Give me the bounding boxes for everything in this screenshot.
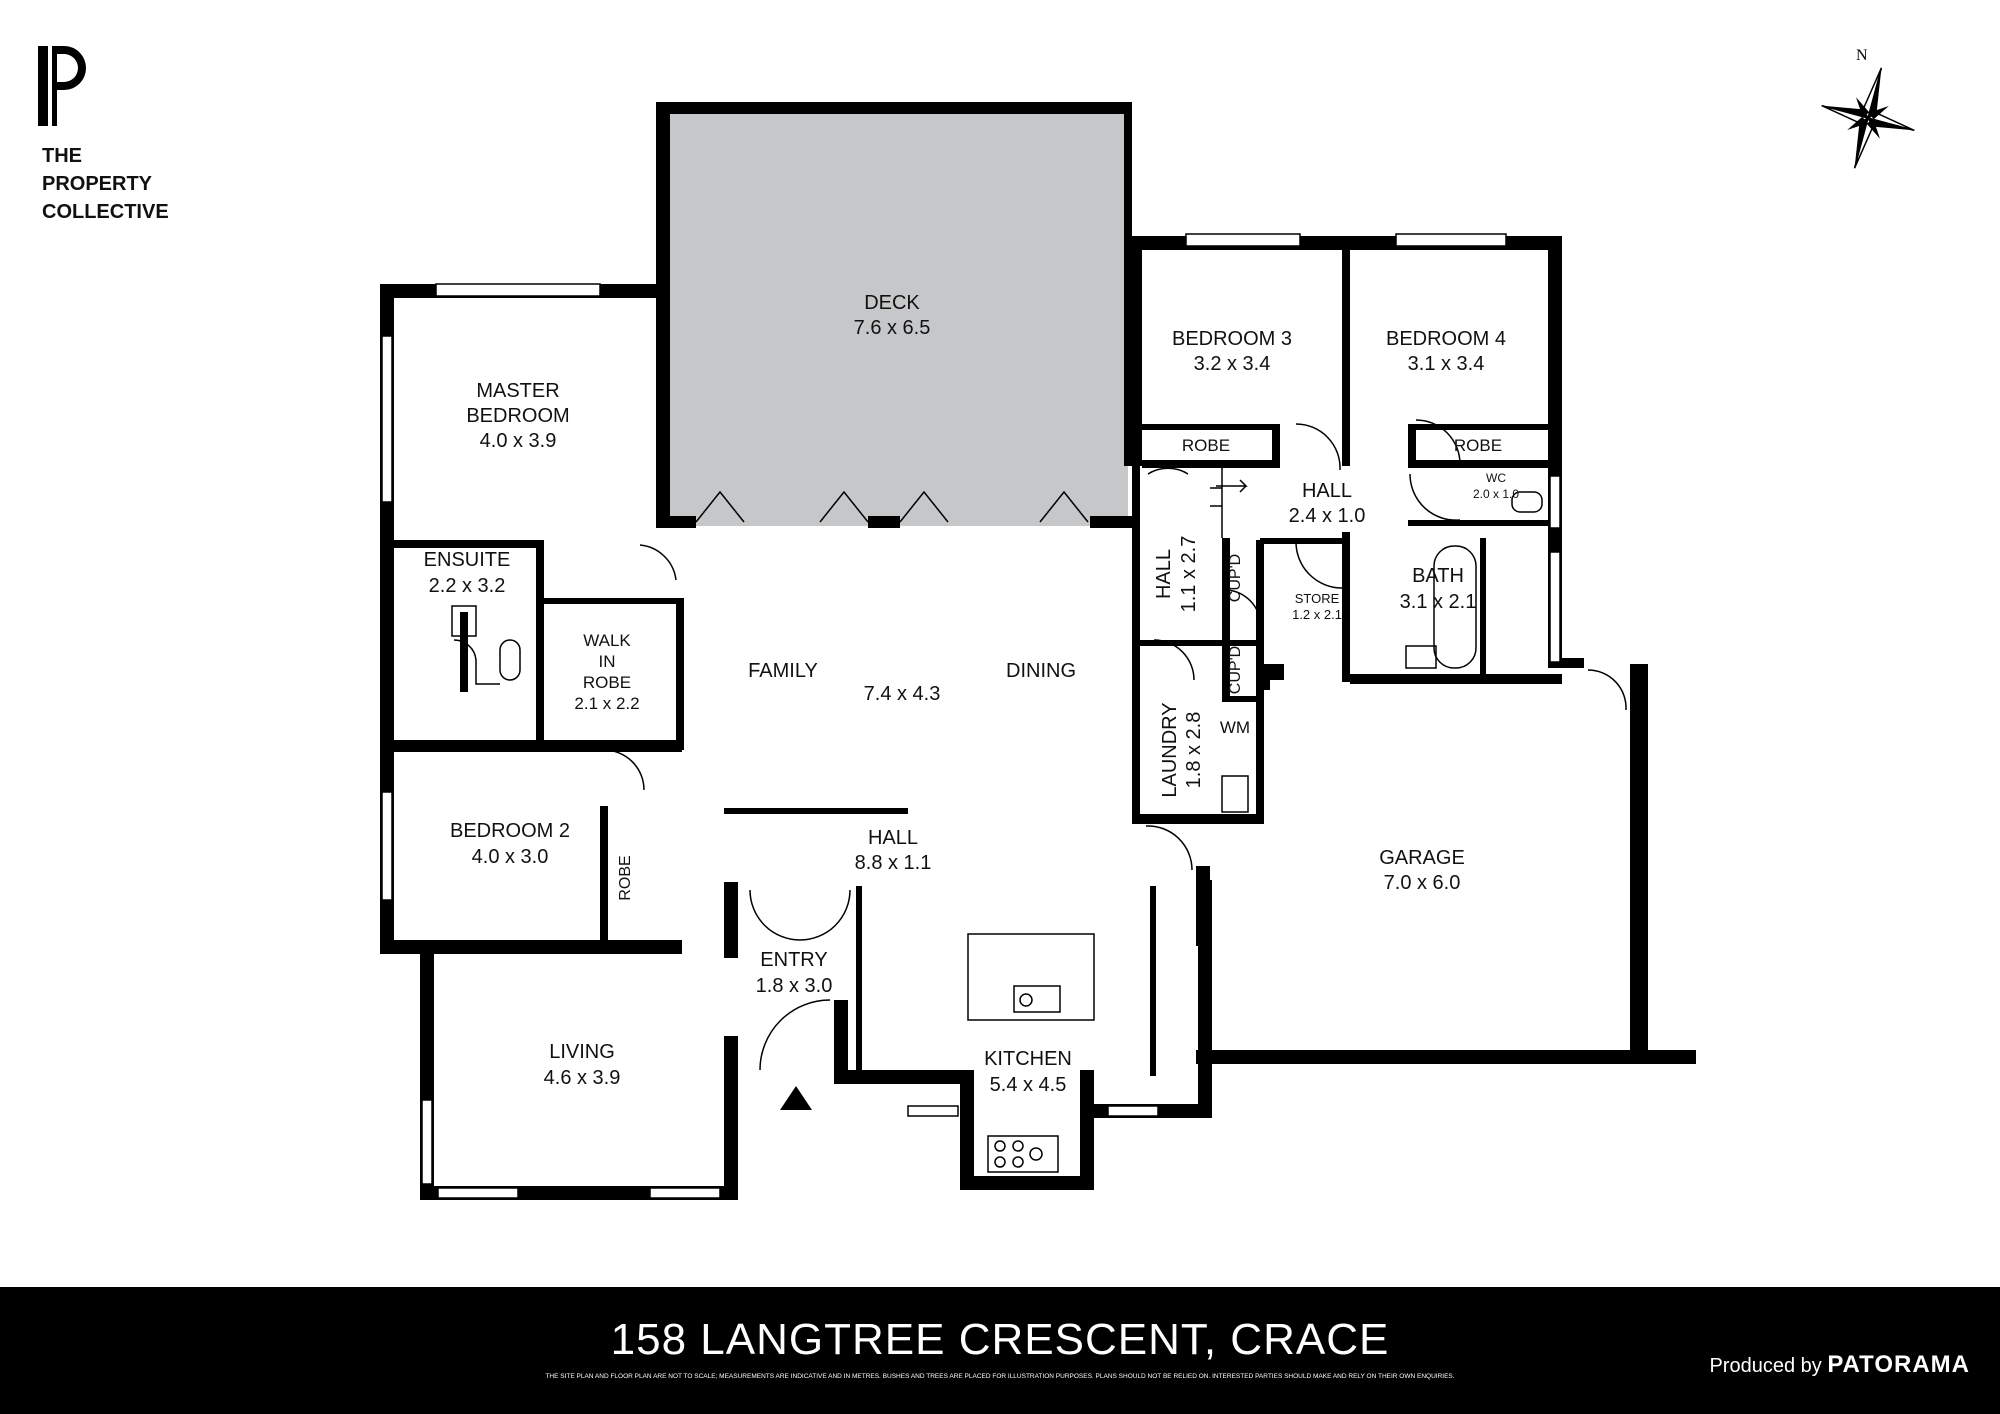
entry-arrow-icon [780, 1086, 812, 1110]
deck-name: DECK [864, 292, 920, 314]
disclaimer-text: THE SITE PLAN AND FLOOR PLAN ARE NOT TO … [545, 1373, 1455, 1380]
walkin-name-2: IN [599, 652, 616, 671]
walkin-size: 2.1 x 2.2 [574, 694, 639, 713]
bath-name: BATH [1412, 565, 1464, 587]
hall-side-size: 1.1 x 2.7 [1178, 536, 1200, 613]
walkin-name-1: WALK [583, 631, 631, 650]
floor-plan: DECK 7.6 x 6.5 BEDROOM 3 3.2 x 3.4 BEDRO… [380, 102, 1696, 1200]
robe4-label: ROBE [1454, 436, 1502, 455]
robe3-label: ROBE [1182, 436, 1230, 455]
laundry-name: LAUNDRY [1159, 702, 1181, 797]
laundry-size: 1.8 x 2.8 [1183, 712, 1205, 789]
bedroom4-name: BEDROOM 4 [1386, 328, 1506, 350]
master-name-1: MASTER [476, 380, 559, 402]
wm-label: WM [1220, 718, 1250, 737]
bedroom4-size: 3.1 x 3.4 [1408, 353, 1485, 375]
hall-main-size: 8.8 x 1.1 [855, 852, 932, 874]
deck-area [656, 102, 1128, 526]
brand-line-1: THE [42, 145, 82, 167]
entry-name: ENTRY [760, 949, 827, 971]
brand-line-3: COLLECTIVE [42, 201, 169, 223]
ensuite-size: 2.2 x 3.2 [429, 575, 506, 597]
garage-name: GARAGE [1379, 847, 1465, 869]
windows [381, 233, 1561, 1199]
cupd-2-label: CUP'D [1227, 646, 1244, 694]
hall-main-name: HALL [868, 827, 918, 849]
property-address: 158 LANGTREE CRESCENT, CRACE [610, 1315, 1390, 1364]
bedroom3-name: BEDROOM 3 [1172, 328, 1292, 350]
brand-line-2: PROPERTY [42, 173, 153, 195]
cupd-1-label: CUP'D [1227, 554, 1244, 602]
bedroom2-name: BEDROOM 2 [450, 820, 570, 842]
deck-size: 7.6 x 6.5 [854, 317, 931, 339]
property-collective-logo [38, 46, 86, 126]
hall-side-name: HALL [1153, 549, 1175, 599]
room-labels: DECK 7.6 x 6.5 BEDROOM 3 3.2 x 3.4 BEDRO… [424, 292, 1520, 1096]
north-compass-icon: N [1821, 47, 1915, 169]
producer-name: PATORAMA [1827, 1351, 1970, 1378]
family-dining-size: 7.4 x 4.3 [864, 683, 941, 705]
garage-size: 7.0 x 6.0 [1384, 872, 1461, 894]
master-name-2: BEDROOM [466, 405, 569, 427]
footer-bar: 158 LANGTREE CRESCENT, CRACE THE SITE PL… [0, 1287, 2000, 1414]
kitchen-size: 5.4 x 4.5 [990, 1074, 1067, 1096]
master-size: 4.0 x 3.9 [480, 430, 557, 452]
entry-size: 1.8 x 3.0 [756, 975, 833, 997]
store-size: 1.2 x 2.1 [1292, 607, 1342, 622]
kitchen-name: KITCHEN [984, 1048, 1072, 1070]
store-name: STORE [1295, 591, 1340, 606]
bath-size: 3.1 x 2.1 [1400, 591, 1477, 613]
robe2-label: ROBE [617, 855, 634, 900]
hall-top-size: 2.4 x 1.0 [1289, 505, 1366, 527]
living-size: 4.6 x 3.9 [544, 1067, 621, 1089]
family-label: FAMILY [748, 660, 818, 682]
compass-north-label: N [1856, 47, 1868, 64]
living-name: LIVING [549, 1041, 615, 1063]
walkin-name-3: ROBE [583, 673, 631, 692]
bedroom2-size: 4.0 x 3.0 [472, 846, 549, 868]
producer-credit: Produced by PATORAMA [1709, 1351, 1970, 1379]
ensuite-name: ENSUITE [424, 549, 511, 571]
brand-name: THE PROPERTY COLLECTIVE [42, 142, 242, 226]
bedroom3-size: 3.2 x 3.4 [1194, 353, 1271, 375]
wc-name: WC [1486, 471, 1506, 485]
produced-by-label: Produced by [1709, 1355, 1822, 1377]
dining-label: DINING [1006, 660, 1076, 682]
fixtures [451, 419, 1627, 1173]
wc-size: 2.0 x 1.0 [1473, 487, 1519, 501]
hall-top-name: HALL [1302, 480, 1352, 502]
